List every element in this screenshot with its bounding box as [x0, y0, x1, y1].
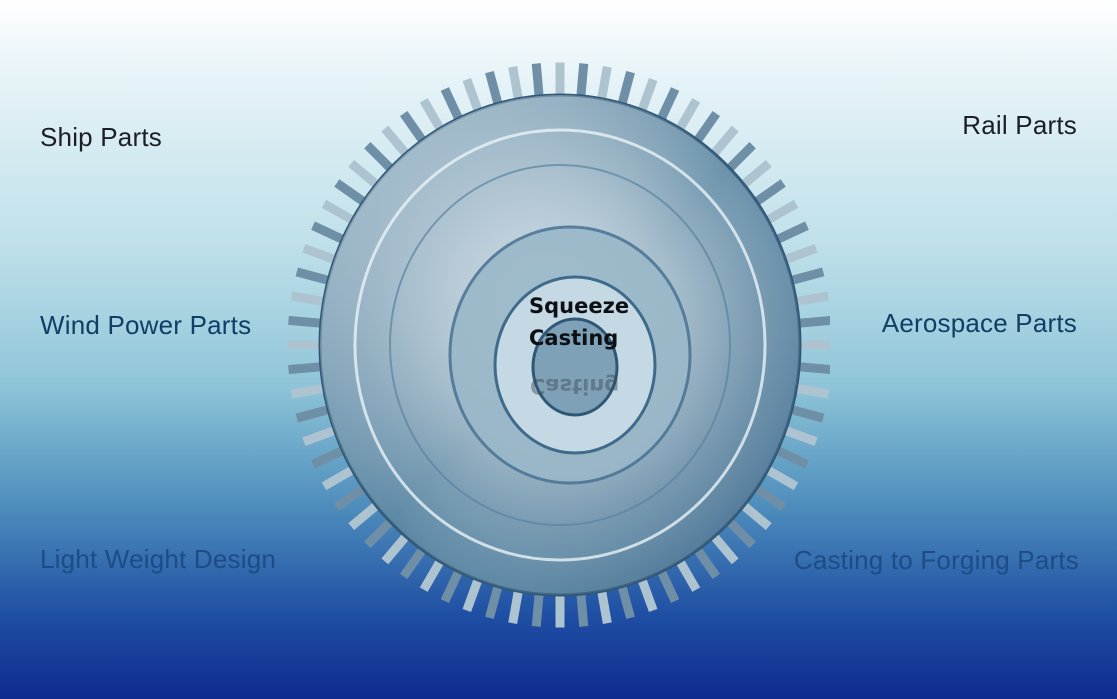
aerospace-parts-label: Aerospace Parts [881, 308, 1077, 338]
rail-parts-label: Rail Parts [962, 110, 1077, 140]
casting-to-forging-parts-label: Casting to Forging Parts [793, 545, 1079, 575]
turbine-gear-image [287, 62, 830, 628]
ship-parts-label: Ship Parts [40, 122, 162, 152]
wind-power-parts-label: Wind Power Parts [40, 310, 252, 340]
squeeze-casting-title: Squeeze Casting [529, 290, 629, 354]
center-title-line2: Casting [529, 326, 619, 350]
title-reflection: Casting [530, 374, 620, 398]
light-weight-design-label: Light Weight Design [40, 544, 277, 574]
center-title-line1: Squeeze [529, 294, 630, 318]
